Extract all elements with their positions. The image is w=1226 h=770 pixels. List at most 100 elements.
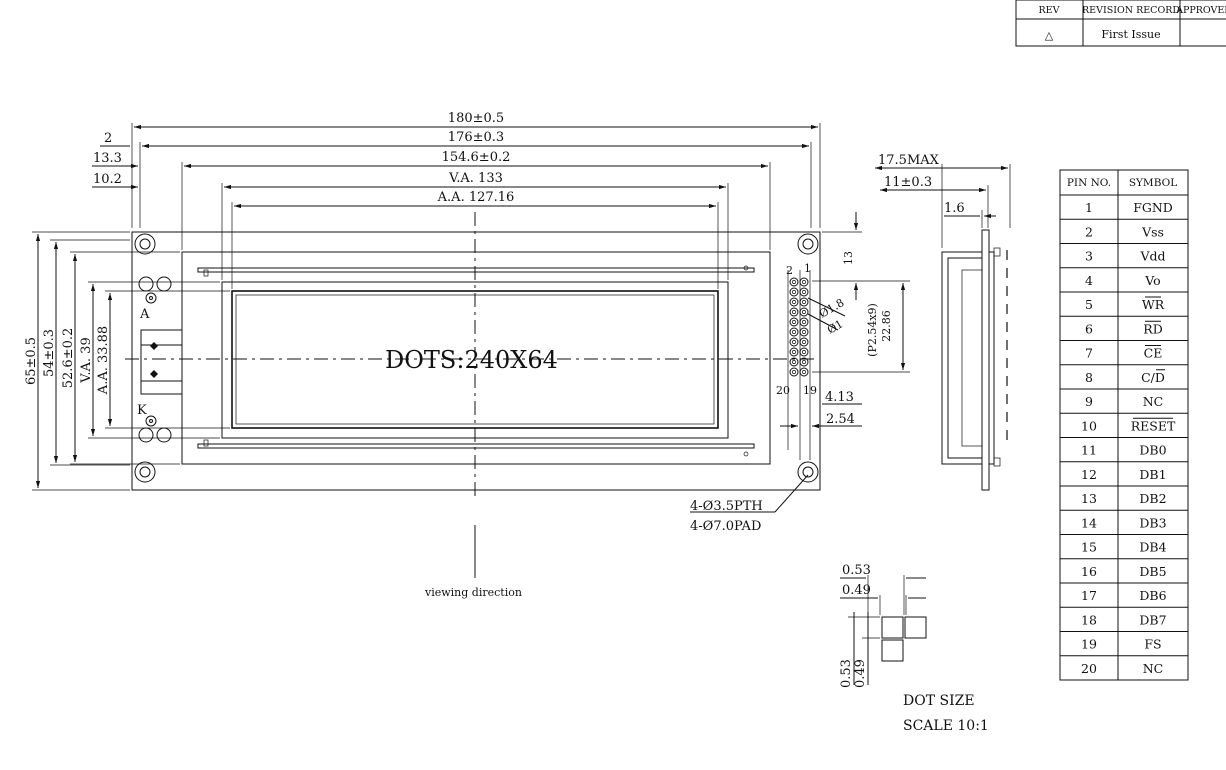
cathode-label: K: [137, 403, 147, 418]
pin-number: 2: [1085, 224, 1093, 239]
dot-pitch-h: 0.53: [842, 563, 871, 578]
pin-number: 12: [1081, 467, 1097, 482]
pin-pad: [789, 357, 799, 367]
pin-number: 10: [1081, 418, 1097, 433]
pin-number: 5: [1085, 297, 1093, 312]
dim-bezel-height: 52.6±0.2: [61, 328, 76, 389]
pin-number: 19: [1081, 637, 1097, 652]
pin-number: 15: [1081, 540, 1097, 555]
horizontal-dimensions: 180±0.5 176±0.3 2 154.6±0.2 13.3 V.A. 13…: [92, 111, 821, 289]
pin-symbol: Vo: [1144, 273, 1160, 288]
pin-pad: [789, 317, 799, 327]
pin-header: [789, 277, 809, 377]
pin-symbol: WR: [1142, 297, 1165, 312]
pin-pad: [789, 327, 799, 337]
pin-pad: [789, 307, 799, 317]
dot-size-title: DOT SIZE: [903, 693, 975, 709]
vertical-dimensions: 65±0.5 54±0.3 52.6±0.2 V.A. 39 A.A. 33.8…: [24, 231, 230, 491]
front-view: A K 2 1 20 19 Ø1.8 Ø1 DOTS:240X64: [125, 212, 846, 578]
dim-pcb-width: 176±0.3: [448, 130, 504, 145]
pin-pad: [789, 297, 799, 307]
dim-overall-width: 180±0.5: [448, 111, 504, 126]
pin-symbol: NC: [1143, 661, 1164, 676]
dim-edge-offset: 2: [104, 131, 112, 146]
dim-view-area-height: V.A. 39: [79, 337, 94, 383]
pin-pad: [789, 347, 799, 357]
mounting-hole-bl: [134, 461, 156, 483]
pin-symbol: RD: [1143, 321, 1162, 336]
pcb-outline: [131, 231, 821, 491]
rev-value: △: [1045, 29, 1054, 42]
rev-header: REV: [1039, 5, 1060, 16]
pin-pad: [799, 297, 809, 307]
dim-thickness-module: 11±0.3: [884, 175, 932, 190]
dim-bezel-width: 154.6±0.2: [442, 150, 511, 165]
pin-1-label: 1: [804, 262, 811, 275]
mount-hole-pad: 4-Ø7.0PAD: [690, 519, 761, 534]
pin-19-label: 19: [803, 384, 817, 397]
symbol-header: SYMBOL: [1129, 177, 1177, 189]
pin-20-label: 20: [776, 384, 790, 397]
pin-pad: [799, 367, 809, 377]
dim-pin-span: 22.86: [880, 310, 893, 342]
pin-number: 16: [1081, 564, 1097, 579]
pin-pad: [799, 287, 809, 297]
pin-2-label: 2: [786, 264, 793, 277]
pin-symbol: DB1: [1139, 467, 1166, 482]
pin-symbol: DB0: [1139, 443, 1166, 458]
dim-view-area-width: V.A. 133: [448, 171, 503, 186]
dot-size-v: 0.49: [853, 659, 868, 688]
dim-left-offset-2: 10.2: [93, 172, 122, 187]
dim-thickness-max: 17.5MAX: [878, 153, 940, 168]
mounting-hole-tr: [797, 233, 819, 255]
pin-number: 3: [1085, 249, 1093, 264]
mounting-hole-br: [797, 461, 819, 483]
dim-active-area-height: A.A. 33.88: [96, 326, 111, 395]
pin-symbol: C/D: [1141, 370, 1165, 385]
pin-symbol: Vdd: [1139, 249, 1165, 264]
revision-record-value: First Issue: [1101, 28, 1160, 41]
pin-number: 9: [1085, 394, 1093, 409]
pin-number: 17: [1081, 588, 1097, 603]
dim-top-pin-offset: 13: [842, 251, 855, 265]
pin-pad: [799, 277, 809, 287]
pin-pad: [799, 347, 809, 357]
pin-number: 4: [1085, 273, 1093, 288]
viewing-area: [221, 281, 729, 439]
pin-pad: [799, 327, 809, 337]
pin-pad: [789, 277, 799, 287]
pin-symbol: DB5: [1139, 564, 1166, 579]
dot-pitch-v: 0.53: [839, 659, 854, 688]
pin-symbol: DB2: [1139, 491, 1166, 506]
dot-size-h: 0.49: [842, 583, 871, 598]
pin-number: 11: [1081, 443, 1097, 458]
pin-symbol: FGND: [1133, 200, 1173, 215]
pin-number: 6: [1085, 321, 1093, 336]
pin-symbol: NC: [1143, 394, 1164, 409]
pin-symbol: DB3: [1139, 515, 1166, 530]
pin-hole-1-8: Ø1.8: [817, 296, 846, 321]
pin-number: 7: [1085, 346, 1093, 361]
pin-dimensions: 13 (P2.54x9) 22.86 4.13 2.54 4-Ø3.5PTH 4…: [690, 212, 910, 534]
pin-number: 20: [1081, 661, 1097, 676]
pin-pad: [789, 287, 799, 297]
pin-pad: [799, 317, 809, 327]
dim-pin-pitch-total: (P2.54x9): [866, 303, 879, 357]
dots-label: DOTS:240X64: [385, 346, 558, 374]
pin-symbol: DB6: [1139, 588, 1166, 603]
mount-hole-pth: 4-Ø3.5PTH: [690, 499, 763, 514]
dim-active-area-width: A.A. 127.16: [437, 190, 515, 205]
active-area: [231, 290, 719, 429]
pin-pad: [789, 337, 799, 347]
pin-symbol: CE: [1144, 346, 1163, 361]
pin-symbol: Vss: [1141, 224, 1164, 239]
mounting-hole-tl: [134, 233, 156, 255]
dim-pcb-height: 54±0.3: [42, 329, 57, 377]
side-view: 17.5MAX 11±0.3 1.6: [875, 153, 1011, 491]
viewing-direction-label: viewing direction: [424, 586, 522, 599]
pin-symbol: DB4: [1139, 540, 1166, 555]
pin-no-header: PIN NO.: [1067, 177, 1111, 189]
dim-overall-height: 65±0.5: [24, 337, 39, 385]
